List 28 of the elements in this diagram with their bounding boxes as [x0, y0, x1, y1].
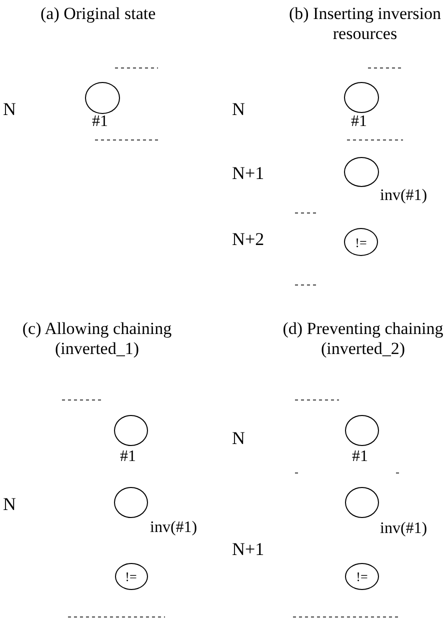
row-label: N — [232, 100, 245, 118]
empty-circle — [84, 82, 120, 114]
row-label: N — [3, 100, 16, 118]
empty-circle — [344, 157, 378, 187]
empty-circle — [344, 82, 378, 112]
node-caption: inv(#1) — [380, 521, 428, 537]
panel-title: (c) Allowing chaining (inverted_1) — [21, 319, 173, 359]
panel-title: (d) Preventing chaining (inverted_2) — [282, 319, 444, 359]
node-caption: #1 — [92, 114, 108, 130]
row-label: N+1 — [232, 164, 264, 182]
node-caption: #1 — [351, 114, 367, 130]
row-label: N — [3, 495, 16, 513]
empty-circle — [114, 486, 148, 518]
row-label: N+1 — [232, 540, 264, 558]
node-caption: inv(#1) — [380, 188, 428, 204]
empty-circle — [345, 486, 379, 518]
circle-node: != — [114, 562, 148, 590]
row-label: N — [232, 429, 245, 447]
row-label: N+2 — [232, 230, 264, 248]
empty-circle — [114, 414, 148, 446]
node-caption: #1 — [120, 449, 136, 465]
panel-title: (b) Inserting inversion resources — [288, 4, 442, 44]
node-caption: inv(#1) — [150, 520, 198, 536]
node-caption: #1 — [352, 449, 368, 465]
panel-title: (a) Original state — [40, 4, 156, 24]
circle-node: != — [344, 228, 378, 256]
circle-node: != — [345, 562, 379, 590]
empty-circle — [345, 414, 379, 446]
